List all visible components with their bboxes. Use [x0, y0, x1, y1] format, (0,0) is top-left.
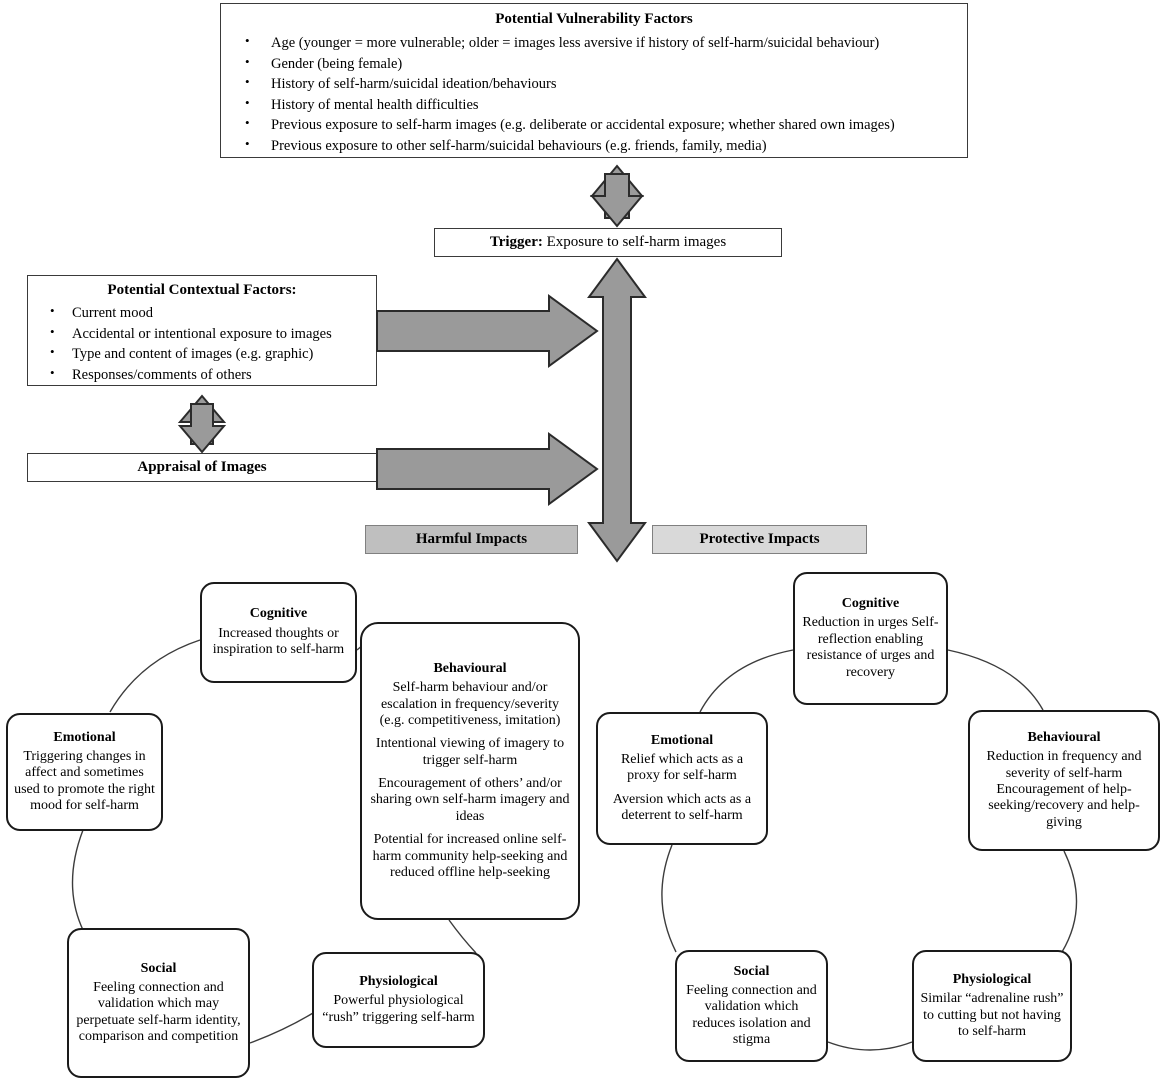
contextual-factors-box: Potential Contextual Factors: Current mo… [27, 275, 377, 386]
arc-social-physiological-right [827, 1041, 913, 1051]
arc-cognitive-behavioural-right [947, 649, 1044, 711]
arc-cognitive-emotional-left [109, 639, 201, 713]
node-title: Social [733, 963, 770, 979]
harmful-node-emotional: Emotional Triggering changes in affect a… [6, 713, 163, 831]
node-text: Feeling connection and validation which … [76, 979, 241, 1045]
protective-node-behavioural: Behavioural Reduction in frequency and s… [968, 710, 1160, 851]
node-text: Aversion which acts as a deterrent to se… [612, 791, 752, 824]
appraisal-title: Appraisal of Images [137, 459, 267, 475]
node-text: Encouragement of others’ and/or sharing … [370, 776, 570, 824]
node-text: Powerful physiological “rush” triggering… [322, 993, 475, 1025]
harmful-node-cognitive: Cognitive Increased thoughts or inspirat… [200, 582, 357, 683]
protective-node-social: Social Feeling connection and validation… [675, 950, 828, 1062]
list-item: Previous exposure to self-harm images (e… [225, 114, 963, 136]
protective-node-emotional: Emotional Relief which acts as a proxy f… [596, 712, 768, 845]
list-item: Age (younger = more vulnerable; older = … [225, 32, 963, 54]
vulnerability-factors-box: Potential Vulnerability Factors Age (you… [220, 3, 968, 158]
node-text: Intentional viewing of imagery to trigge… [375, 736, 565, 768]
harmful-impacts-label: Harmful Impacts [415, 531, 528, 547]
arc-emotional-social-left [71, 829, 84, 931]
list-item: Type and content of images (e.g. graphic… [30, 343, 374, 365]
arc-emotional-social-right [661, 844, 677, 953]
list-item: Previous exposure to other self-harm/sui… [225, 135, 963, 157]
node-title: Physiological [952, 971, 1032, 987]
appraisal-of-images-box: Appraisal of Images [27, 453, 377, 482]
list-item: Gender (being female) [225, 53, 963, 75]
contextual-title: Potential Contextual Factors: [107, 282, 297, 298]
list-item: Accidental or intentional exposure to im… [30, 323, 374, 345]
arrow-contextual-appraisal-down [177, 403, 227, 454]
arrow-contextual-appraisal-up [177, 394, 227, 445]
node-title: Cognitive [249, 606, 308, 622]
node-text: Relief which acts as a proxy for self-ha… [620, 751, 744, 784]
node-title: Emotional [650, 732, 714, 748]
arc-behavioural-physiological-left [448, 919, 477, 954]
protective-node-physiological: Physiological Similar “adrenaline rush” … [912, 950, 1072, 1062]
node-text: Increased thoughts or inspiration to sel… [212, 625, 345, 658]
list-item: Current mood [30, 302, 374, 324]
node-title: Social [140, 960, 177, 976]
node-text: Similar “adrenaline rush” to cutting but… [920, 991, 1064, 1039]
node-text: Reduction in frequency and severity of s… [986, 749, 1142, 830]
node-text: Reduction in urges Self-reflection enabl… [802, 615, 939, 680]
contextual-bullet-list: Current mood Accidental or intentional e… [30, 302, 374, 386]
list-item: History of self-harm/suicidal ideation/b… [225, 73, 963, 95]
node-title: Behavioural [1027, 729, 1101, 745]
vulnerability-bullet-list: Age (younger = more vulnerable; older = … [225, 32, 963, 157]
harmful-impacts-chip: Harmful Impacts [365, 525, 578, 554]
protective-node-cognitive: Cognitive Reduction in urges Self-reflec… [793, 572, 948, 705]
trigger-box: Trigger: Exposure to self-harm images [434, 228, 782, 257]
arc-social-physiological-left [249, 1012, 314, 1044]
trigger-label: Trigger: [489, 234, 543, 250]
arrow-vulnerability-to-trigger-up [589, 164, 645, 219]
protective-impacts-chip: Protective Impacts [652, 525, 867, 554]
node-text: Potential for increased online self-harm… [372, 832, 568, 880]
arc-behavioural-physiological-right [1061, 850, 1078, 953]
node-title: Physiological [359, 973, 438, 989]
node-title: Emotional [53, 729, 116, 745]
arrow-trigger-to-impacts-vertical [587, 257, 647, 563]
vulnerability-title: Potential Vulnerability Factors [495, 11, 693, 27]
harmful-node-physiological: Physiological Powerful physiological “ru… [312, 952, 485, 1048]
node-text: Feeling connection and validation which … [686, 982, 817, 1048]
node-text: Self-harm behaviour and/or escalation in… [379, 680, 561, 728]
list-item: History of mental health difficulties [225, 94, 963, 116]
harmful-node-social: Social Feeling connection and validation… [67, 928, 250, 1078]
list-item: Responses/comments of others [30, 364, 374, 386]
harmful-node-behavioural: Behavioural Self-harm behaviour and/or e… [360, 622, 580, 920]
node-title: Cognitive [841, 596, 900, 612]
node-text: Triggering changes in affect and sometim… [14, 748, 155, 814]
node-title: Behavioural [433, 660, 507, 676]
arrow-vulnerability-to-trigger-down [589, 173, 645, 228]
trigger-text: Exposure to self-harm images [546, 234, 727, 250]
arc-cognitive-emotional-right [699, 649, 794, 713]
arrow-contextual-to-trigger [376, 294, 599, 368]
protective-impacts-label: Protective Impacts [699, 531, 820, 547]
arrow-appraisal-to-impacts [376, 432, 599, 506]
